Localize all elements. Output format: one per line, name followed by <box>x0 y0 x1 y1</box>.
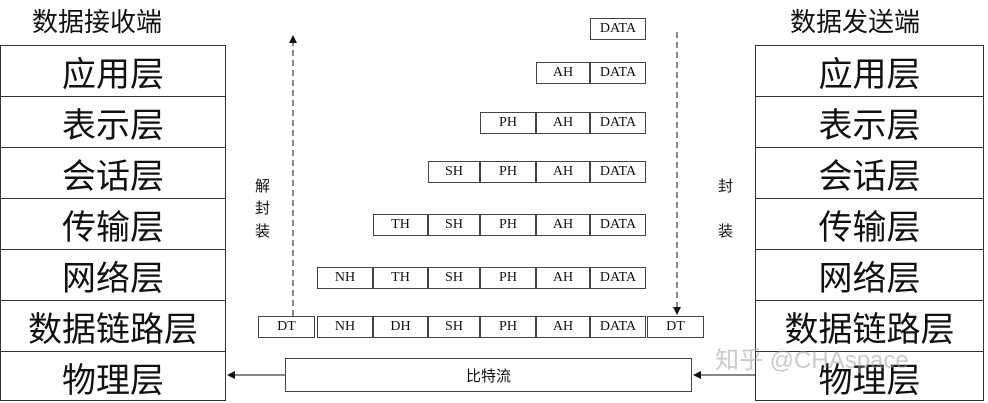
receiver-layer: 物理层 <box>62 361 164 401</box>
sender-layer: 表示层 <box>756 97 983 148</box>
header-cell-th: TH <box>373 214 428 236</box>
receiver-layer: 会话层 <box>1 148 225 199</box>
sender-title: 数据发送端 <box>790 8 921 38</box>
header-cell-data: DATA <box>590 18 646 40</box>
header-cell-ah: AH <box>536 161 590 183</box>
header-cell-ah: AH <box>536 316 590 338</box>
header-cell-data: DATA <box>590 62 646 84</box>
receiver-layer: 应用层 <box>1 46 225 97</box>
receiver-stack: 应用层 表示层 会话层 传输层 网络层 数据链路层 物理层 <box>0 45 226 401</box>
header-cell-th: TH <box>373 267 428 289</box>
header-cell-dt: DT <box>258 316 315 338</box>
sender-layer: 网络层 <box>756 250 983 301</box>
header-cell-ph: PH <box>480 161 536 183</box>
sender-stack: 应用层 表示层 会话层 传输层 网络层 数据链路层 物理层 <box>755 45 984 401</box>
header-cell-nh: NH <box>317 316 373 338</box>
receiver-title: 数据接收端 <box>32 8 163 38</box>
header-cell-data: DATA <box>590 214 646 236</box>
bitstream-box: 比特流 <box>285 358 692 392</box>
header-cell-dh: DH <box>373 316 428 338</box>
header-cell-sh: SH <box>428 316 480 338</box>
header-cell-ah: AH <box>536 214 590 236</box>
header-cell-sh: SH <box>428 267 480 289</box>
header-cell-ph: PH <box>480 316 536 338</box>
decap-label: 解 <box>255 177 271 195</box>
encap-label: 装 <box>718 222 734 240</box>
header-cell-ph: PH <box>480 214 536 236</box>
header-cell-ah: AH <box>536 62 590 84</box>
header-cell-data: DATA <box>590 267 646 289</box>
watermark: 知乎 @CHAspace <box>715 347 909 374</box>
header-cell-nh: NH <box>317 267 373 289</box>
sender-layer: 数据链路层 <box>756 301 983 352</box>
decap-label: 装 <box>255 222 271 240</box>
header-cell-ph: PH <box>480 112 536 134</box>
sender-layer: 物理层 <box>818 361 921 401</box>
header-cell-dt: DT <box>647 316 704 338</box>
header-cell-ph: PH <box>480 267 536 289</box>
header-cell-data: DATA <box>590 112 646 134</box>
header-cell-data: DATA <box>590 316 646 338</box>
header-cell-sh: SH <box>428 214 480 236</box>
receiver-layer: 数据链路层 <box>1 301 225 352</box>
header-cell-sh: SH <box>428 161 480 183</box>
receiver-layer: 传输层 <box>1 199 225 250</box>
receiver-layer: 表示层 <box>1 97 225 148</box>
header-cell-ah: AH <box>536 112 590 134</box>
sender-layer: 会话层 <box>756 148 983 199</box>
encap-label: 封 <box>718 177 734 195</box>
sender-layer: 传输层 <box>756 199 983 250</box>
header-cell-ah: AH <box>536 267 590 289</box>
decap-label: 封 <box>255 199 271 217</box>
sender-layer: 应用层 <box>756 46 983 97</box>
header-cell-data: DATA <box>590 161 646 183</box>
receiver-layer: 网络层 <box>1 250 225 301</box>
